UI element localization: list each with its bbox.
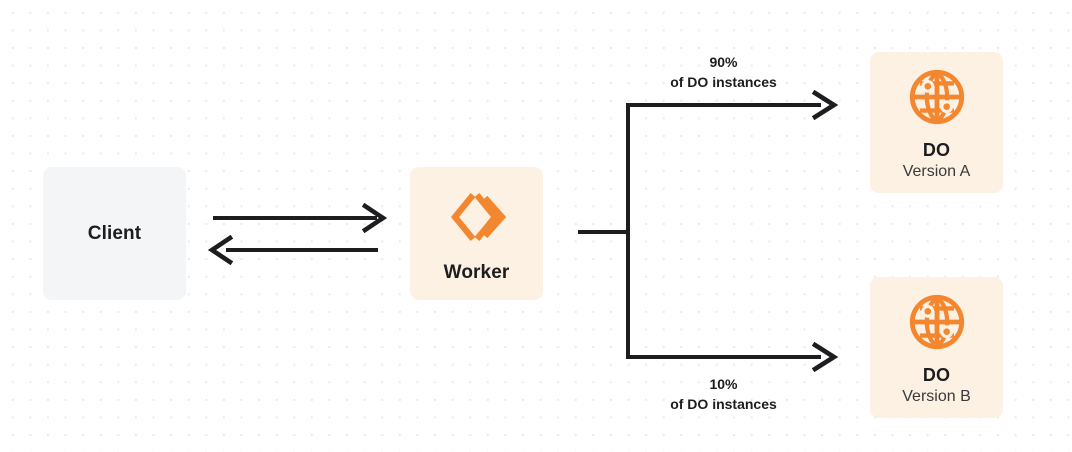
node-worker-label: Worker <box>443 261 510 283</box>
edge-worker-to-do-a-label-line2: of DO instances <box>670 74 777 91</box>
edge-worker-to-do-a-label-line1: 90% <box>709 54 738 70</box>
node-worker[interactable]: Worker <box>410 167 543 300</box>
node-client[interactable]: Client <box>43 167 186 300</box>
branch-stub-line <box>578 230 630 234</box>
node-do-version-b-title: DO <box>922 364 951 385</box>
node-do-version-a[interactable]: DO Version A <box>870 52 1003 193</box>
edge-worker-to-client-arrowhead <box>207 234 234 266</box>
edge-worker-to-do-b-line <box>626 355 821 359</box>
globe-icon <box>906 291 968 353</box>
edge-client-to-worker-line <box>213 216 377 220</box>
node-do-version-b[interactable]: DO Version B <box>870 277 1003 418</box>
edge-worker-to-client-line <box>226 248 378 252</box>
edge-worker-to-do-a-arrowhead <box>811 89 840 121</box>
edge-worker-to-do-b-label: 10% of DO instances <box>626 374 821 415</box>
globe-icon <box>906 66 968 128</box>
edge-worker-to-do-b-label-line1: 10% <box>709 376 738 392</box>
node-do-version-a-title: DO <box>922 139 951 160</box>
node-do-version-b-subtitle: Version B <box>902 388 971 406</box>
branch-trunk-line <box>626 103 630 359</box>
node-client-label: Client <box>87 222 142 244</box>
edge-worker-to-do-a-label: 90% of DO instances <box>626 52 821 93</box>
edge-client-to-worker-arrowhead <box>361 202 388 234</box>
edge-worker-to-do-b-label-line2: of DO instances <box>670 396 777 413</box>
edge-worker-to-do-a-line <box>626 103 821 107</box>
node-do-version-a-subtitle: Version A <box>902 163 971 181</box>
edge-worker-to-do-b-arrowhead <box>811 341 840 373</box>
cloudflare-workers-icon <box>446 186 508 248</box>
